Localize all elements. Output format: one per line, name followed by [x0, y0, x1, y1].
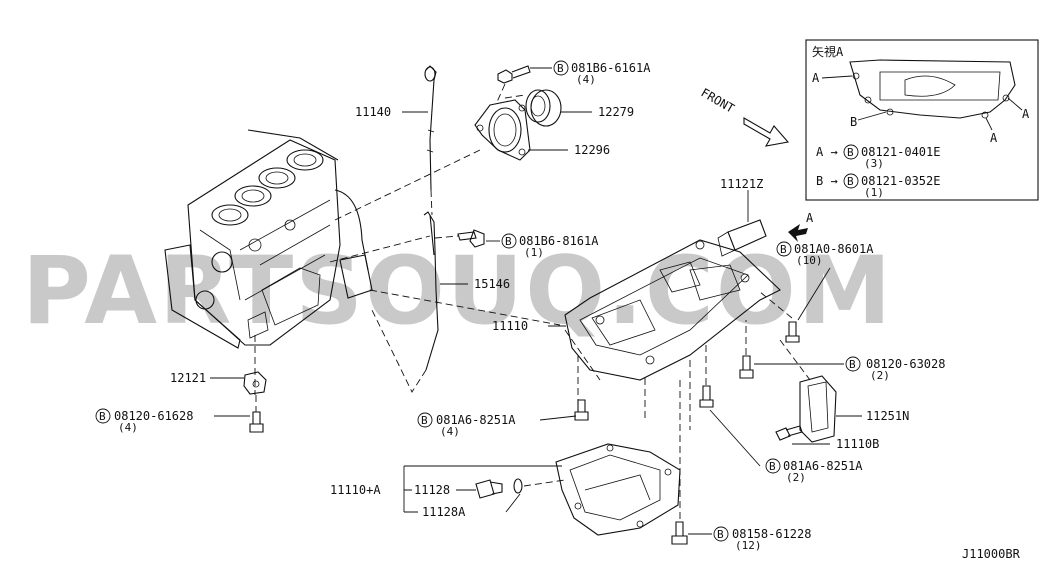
- front-arrow-icon: [743, 117, 790, 147]
- drain-plug-washer-illustration[interactable]: [513, 478, 523, 494]
- bolt-label-b8[interactable]: 08158-61228: [732, 527, 811, 541]
- view-a-inset: 矢視A A B A A A → B 08121-0401E (3) B → B …: [805, 39, 1039, 201]
- baffle-plate-illustration[interactable]: [799, 375, 837, 443]
- bolt-081b6-6161a-illustration[interactable]: [497, 65, 531, 84]
- part-label-11110a[interactable]: 11110+A: [330, 483, 381, 497]
- view-a-legend-a-part[interactable]: 08121-0401E: [861, 145, 940, 159]
- bolt-qty-b1: (4): [576, 73, 596, 86]
- part-label-11251n[interactable]: 11251N: [866, 409, 909, 423]
- front-label: FRONT: [699, 85, 737, 115]
- view-a-pan-illustration: [849, 59, 1016, 119]
- drain-plug-illustration[interactable]: [475, 479, 503, 499]
- part-label-11110[interactable]: 11110: [492, 319, 528, 333]
- rear-oil-seal-illustration[interactable]: [525, 89, 562, 127]
- bolt-081b6-8161a-illustration[interactable]: [457, 229, 485, 248]
- oil-level-gauge-illustration[interactable]: [424, 65, 437, 191]
- view-a-marker-a-3: A: [1022, 107, 1030, 121]
- bolt-08120-63028-illustration[interactable]: [739, 355, 754, 379]
- oil-pan-upper-illustration[interactable]: [564, 239, 781, 381]
- view-a-title: 矢視A: [812, 44, 844, 59]
- oil-gauge-guide-illustration[interactable]: [423, 211, 439, 371]
- bracket-12121-illustration[interactable]: [243, 371, 267, 395]
- bolt-081a6-8251a-2-illustration[interactable]: [699, 385, 714, 408]
- view-a-legend-b-qty: (1): [864, 186, 884, 199]
- view-a-legend-a-circle: B: [847, 146, 854, 159]
- bolt-qty-b2: (1): [524, 246, 544, 259]
- rear-oil-seal-retainer-illustration[interactable]: [474, 99, 531, 161]
- bolt-circle-b3: B: [780, 243, 787, 256]
- bolt-qty-b6: (4): [440, 425, 460, 438]
- part-label-15146[interactable]: 15146: [474, 277, 510, 291]
- watermark: PARTSOUQ.COM: [22, 237, 893, 346]
- bolt-circle-b6: B: [421, 414, 428, 427]
- view-a-marker-a-1: A: [812, 71, 820, 85]
- bolt-081a0-8601a-illustration[interactable]: [785, 321, 800, 343]
- part-label-11128[interactable]: 11128: [414, 483, 450, 497]
- bolt-label-b7[interactable]: 081A6-8251A: [783, 459, 863, 473]
- oil-pan-lower-illustration[interactable]: [555, 443, 681, 536]
- bolt-label-b3[interactable]: 081A0-8601A: [794, 242, 874, 256]
- bolt-qty-b3: (10): [796, 254, 823, 267]
- bolt-circle-b8: B: [717, 528, 724, 541]
- bolt-qty-b5: (4): [118, 421, 138, 434]
- view-a-marker-a-2: A: [990, 131, 998, 145]
- view-a-legend-b-arrow: B →: [816, 174, 838, 188]
- bolt-circle-b5: B: [99, 410, 106, 423]
- bolt-label-b6[interactable]: 081A6-8251A: [436, 413, 516, 427]
- bolt-qty-b8: (12): [735, 539, 762, 552]
- part-label-12296[interactable]: 12296: [574, 143, 610, 157]
- bolt-qty-b7: (2): [786, 471, 806, 484]
- bolt-11110b-illustration[interactable]: [775, 425, 803, 441]
- part-label-12121[interactable]: 12121: [170, 371, 206, 385]
- front-direction-indicator: FRONT: [699, 85, 790, 147]
- bolt-081a6-8251a-4-illustration[interactable]: [574, 399, 589, 421]
- diagram-code: J11000BR: [962, 547, 1021, 561]
- bolt-circle-b1: B: [557, 62, 564, 75]
- bolt-label-b2[interactable]: 081B6-8161A: [519, 234, 599, 248]
- view-a-arrow-label: A: [806, 211, 814, 225]
- part-label-11121z[interactable]: 11121Z: [720, 177, 763, 191]
- view-a-legend-b-part[interactable]: 08121-0352E: [861, 174, 940, 188]
- bolt-circle-b7: B: [769, 460, 776, 473]
- bolt-label-b1[interactable]: 081B6-6161A: [571, 61, 651, 75]
- view-a-marker-b: B: [850, 115, 857, 129]
- bolt-label-b5[interactable]: 08120-61628: [114, 409, 193, 423]
- view-a-arrow-icon: [788, 224, 808, 242]
- view-a-legend-b-circle: B: [847, 175, 854, 188]
- bolt-qty-b4: (2): [870, 369, 890, 382]
- part-label-11128a[interactable]: 11128A: [422, 505, 466, 519]
- oil-strainer-illustration[interactable]: [717, 219, 767, 257]
- bolt-label-b4[interactable]: 08120-63028: [866, 357, 945, 371]
- view-a-legend-a-arrow: A →: [816, 145, 838, 159]
- part-label-11110b[interactable]: 11110B: [836, 437, 879, 451]
- part-label-12279[interactable]: 12279: [598, 105, 634, 119]
- bolt-circle-b4: B: [849, 358, 856, 371]
- part-label-11140[interactable]: 11140: [355, 105, 391, 119]
- bolt-08158-61228-illustration[interactable]: [671, 521, 688, 545]
- bolt-08120-61628-illustration[interactable]: [249, 411, 264, 433]
- bolt-circle-b2: B: [505, 235, 512, 248]
- view-a-legend-a-qty: (3): [864, 157, 884, 170]
